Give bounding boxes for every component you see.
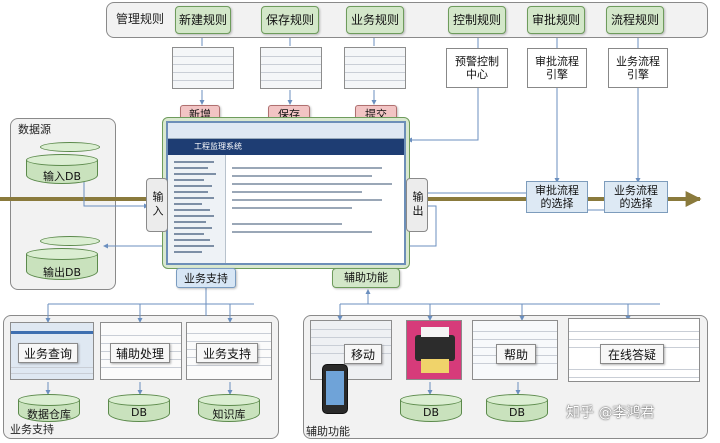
business-flow-engine: 业务流程 引擎 <box>608 48 668 88</box>
rule-control: 控制规则 <box>448 6 506 34</box>
system-window-screenshot: 工程监理系统 <box>166 121 406 265</box>
approval-flow-selection: 审批流程 的选择 <box>526 181 588 213</box>
module-aux-process: 辅助处理 <box>110 343 170 363</box>
printer-image <box>406 320 462 380</box>
input-db-label: 输入DB <box>42 170 82 183</box>
module-mobile: 移动 <box>344 344 382 364</box>
db-left-label: DB <box>130 406 148 419</box>
app-title: 工程监理系统 <box>168 139 404 155</box>
rule-process: 流程规则 <box>606 6 664 34</box>
knowledge-base-label: 知识库 <box>212 408 246 421</box>
module-business-support: 业务支持 <box>196 343 258 363</box>
db-cylinder-right-2: DB <box>486 394 548 422</box>
aux-function-tag: 辅助功能 <box>332 268 400 288</box>
warning-control-center: 预警控制 中心 <box>446 48 508 88</box>
module-online-qa: 在线答疑 <box>600 344 664 364</box>
input-db-cylinder: 输入DB <box>26 142 100 184</box>
data-warehouse-label: 数据仓库 <box>27 408 71 421</box>
business-rule-screenshot <box>344 47 406 89</box>
business-support-tag: 业务支持 <box>176 268 236 288</box>
business-support-title: 业务支持 <box>10 423 54 436</box>
management-rules-title: 管理规则 <box>116 12 165 26</box>
zhihu-watermark: 知乎 @李鸿君 <box>566 405 655 421</box>
window-titlebar <box>168 123 404 139</box>
aux-function-title: 辅助功能 <box>306 425 350 438</box>
db-cylinder-right-1: DB <box>400 394 462 422</box>
rule-business: 业务规则 <box>346 6 404 34</box>
smartphone-icon <box>322 364 348 414</box>
save-rule-screenshot <box>260 47 322 89</box>
db-right-2-label: DB <box>508 406 526 419</box>
db-right-1-label: DB <box>422 406 440 419</box>
module-business-query: 业务查询 <box>18 343 78 363</box>
output-tag: 输出 <box>406 178 428 232</box>
rule-new: 新建规则 <box>175 6 231 34</box>
approval-flow-engine: 审批流程 引擎 <box>527 48 587 88</box>
db-cylinder-left: DB <box>108 394 170 422</box>
business-flow-selection: 业务流程 的选择 <box>604 181 668 213</box>
new-rule-screenshot <box>172 47 234 89</box>
module-help: 帮助 <box>496 344 536 364</box>
nav-sidebar <box>168 155 226 263</box>
output-db-cylinder: 输出DB <box>26 236 100 280</box>
rule-save: 保存规则 <box>261 6 319 34</box>
rule-approval: 审批规则 <box>527 6 585 34</box>
data-source-title: 数据源 <box>18 123 51 136</box>
input-tag: 输入 <box>146 178 168 232</box>
data-warehouse-cylinder: 数据仓库 <box>18 394 80 422</box>
output-db-label: 输出DB <box>42 266 82 279</box>
knowledge-base-cylinder: 知识库 <box>198 394 260 422</box>
